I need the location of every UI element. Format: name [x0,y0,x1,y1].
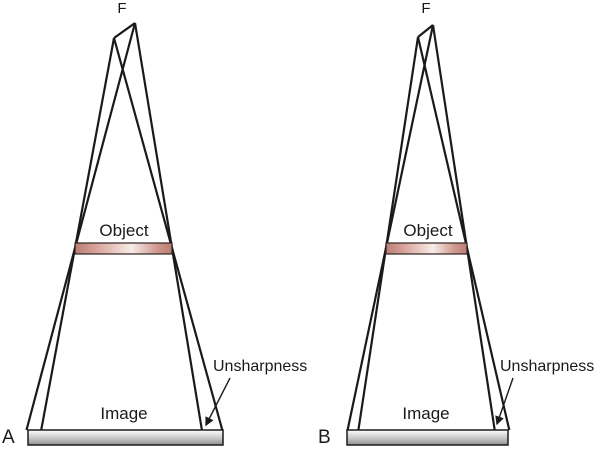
object-label-a: Object [99,221,149,240]
image-bar-a [27,429,224,446]
unsharpness-arrow-b [495,377,514,426]
focal-spot-label-b: F [421,0,431,17]
ray-b-right-end-to-object-right [431,24,496,431]
object-label-b: Object [403,221,453,240]
unsharpness-arrow-a [205,377,231,427]
image-bar-b [346,429,509,446]
unsharpness-label-a: Unsharpness [213,358,308,375]
panel-b-drawing [346,24,511,431]
panel-label-a: A [2,427,15,448]
ray-b-left-end-to-object-right [416,36,511,431]
panel-label-b: B [318,427,331,448]
image-label-a: Image [100,404,148,423]
unsharpness-label-b: Unsharpness [500,358,595,375]
object-bar-a [74,242,173,255]
ray-b-left-end-to-object-left [357,36,420,431]
ray-a-left-end-to-object-left [40,37,116,431]
ray-a-left-end-to-object-right [112,37,224,431]
ray-a-right-end-to-object-left [25,22,137,431]
ray-a-right-end-to-object-right [133,22,203,431]
object-bar-b [385,242,468,255]
focal-spot-label-a: F [117,0,127,17]
ray-b-right-end-to-object-left [346,24,435,431]
focal-spot-segment-a [113,22,136,39]
panel-a-drawing [25,22,224,431]
focal-spot-segment-b [417,24,434,38]
image-label-b: Image [402,404,450,423]
